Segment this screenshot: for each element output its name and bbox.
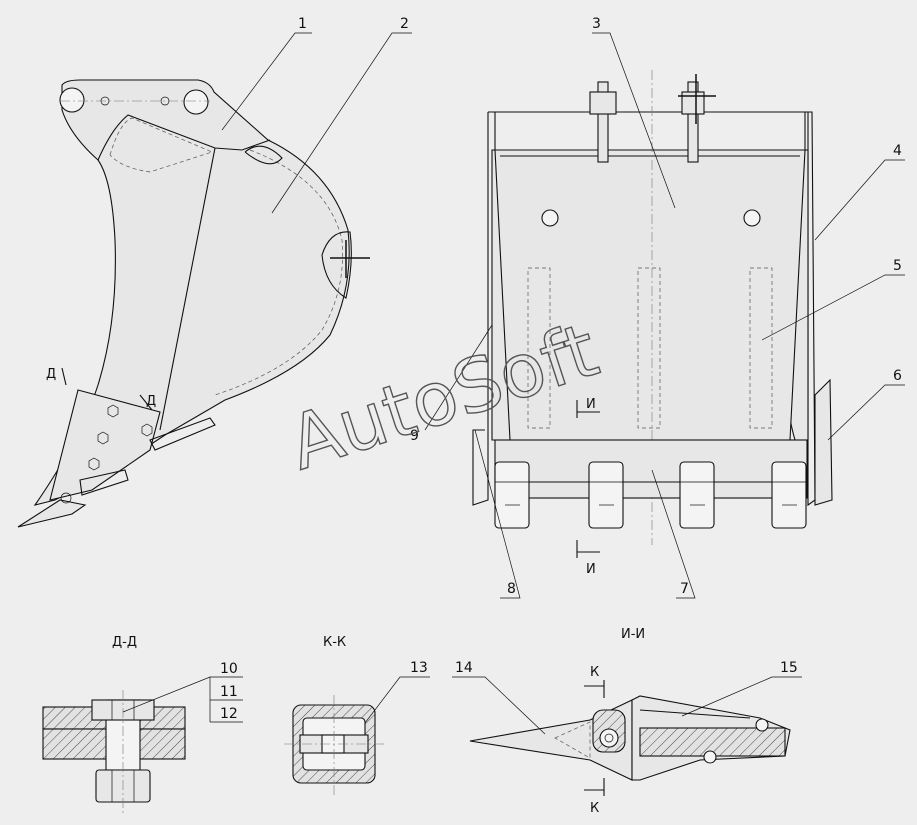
label-9: 9	[410, 428, 419, 444]
label-2: 2	[400, 16, 409, 32]
label-12: 12	[220, 706, 238, 722]
section-kk-title: К-К	[323, 635, 346, 650]
marker-d-left: Д	[46, 367, 56, 382]
shank-edge-line	[159, 147, 216, 431]
label-4: 4	[893, 143, 902, 159]
label-15: 15	[780, 660, 798, 676]
ripper-shank	[33, 79, 350, 506]
section-kk: К-К 13	[284, 635, 430, 795]
boss-mid	[321, 231, 352, 299]
pivot-hole-left	[59, 87, 85, 113]
label-8: 8	[507, 581, 516, 597]
marker-d-right: Д	[146, 394, 156, 409]
label-13: 13	[410, 660, 428, 676]
side-cutter	[814, 378, 833, 506]
top-lugs	[589, 74, 716, 163]
marker-k-bottom: К	[590, 801, 599, 816]
bucket-front-view: И И 3 4 5 6 7 8 9	[410, 16, 905, 599]
section-ii: И-И К К 14 15	[452, 627, 802, 816]
label-5: 5	[893, 258, 902, 274]
label-7: 7	[680, 581, 689, 597]
teeth	[494, 461, 807, 529]
marker-i-top: И	[586, 397, 596, 412]
label-1: 1	[298, 16, 307, 32]
side-plate-dotted	[109, 117, 214, 173]
tooth-tip	[17, 499, 87, 528]
label-10: 10	[220, 661, 238, 677]
marker-i-bottom: И	[586, 562, 596, 577]
marker-k-top: К	[590, 665, 599, 680]
side-plate-inner	[97, 114, 271, 161]
label-11: 11	[220, 684, 238, 700]
label-6: 6	[893, 368, 902, 384]
adapter-strip	[149, 417, 216, 451]
adapter-bolts	[88, 404, 153, 471]
shank-back-line	[214, 149, 343, 396]
section-dd-title: Д-Д	[112, 635, 137, 650]
label-14: 14	[455, 660, 473, 676]
boss-top	[244, 145, 283, 165]
label-3: 3	[592, 16, 601, 32]
tooth-adapter	[49, 389, 161, 501]
cutting-edge	[494, 439, 808, 499]
section-dd: Д-Д 10 11 12	[42, 635, 243, 815]
ripper-side-view: Д Д 1 2	[17, 16, 412, 528]
section-ii-title: И-И	[621, 627, 645, 642]
pivot-hole-right	[183, 89, 209, 115]
